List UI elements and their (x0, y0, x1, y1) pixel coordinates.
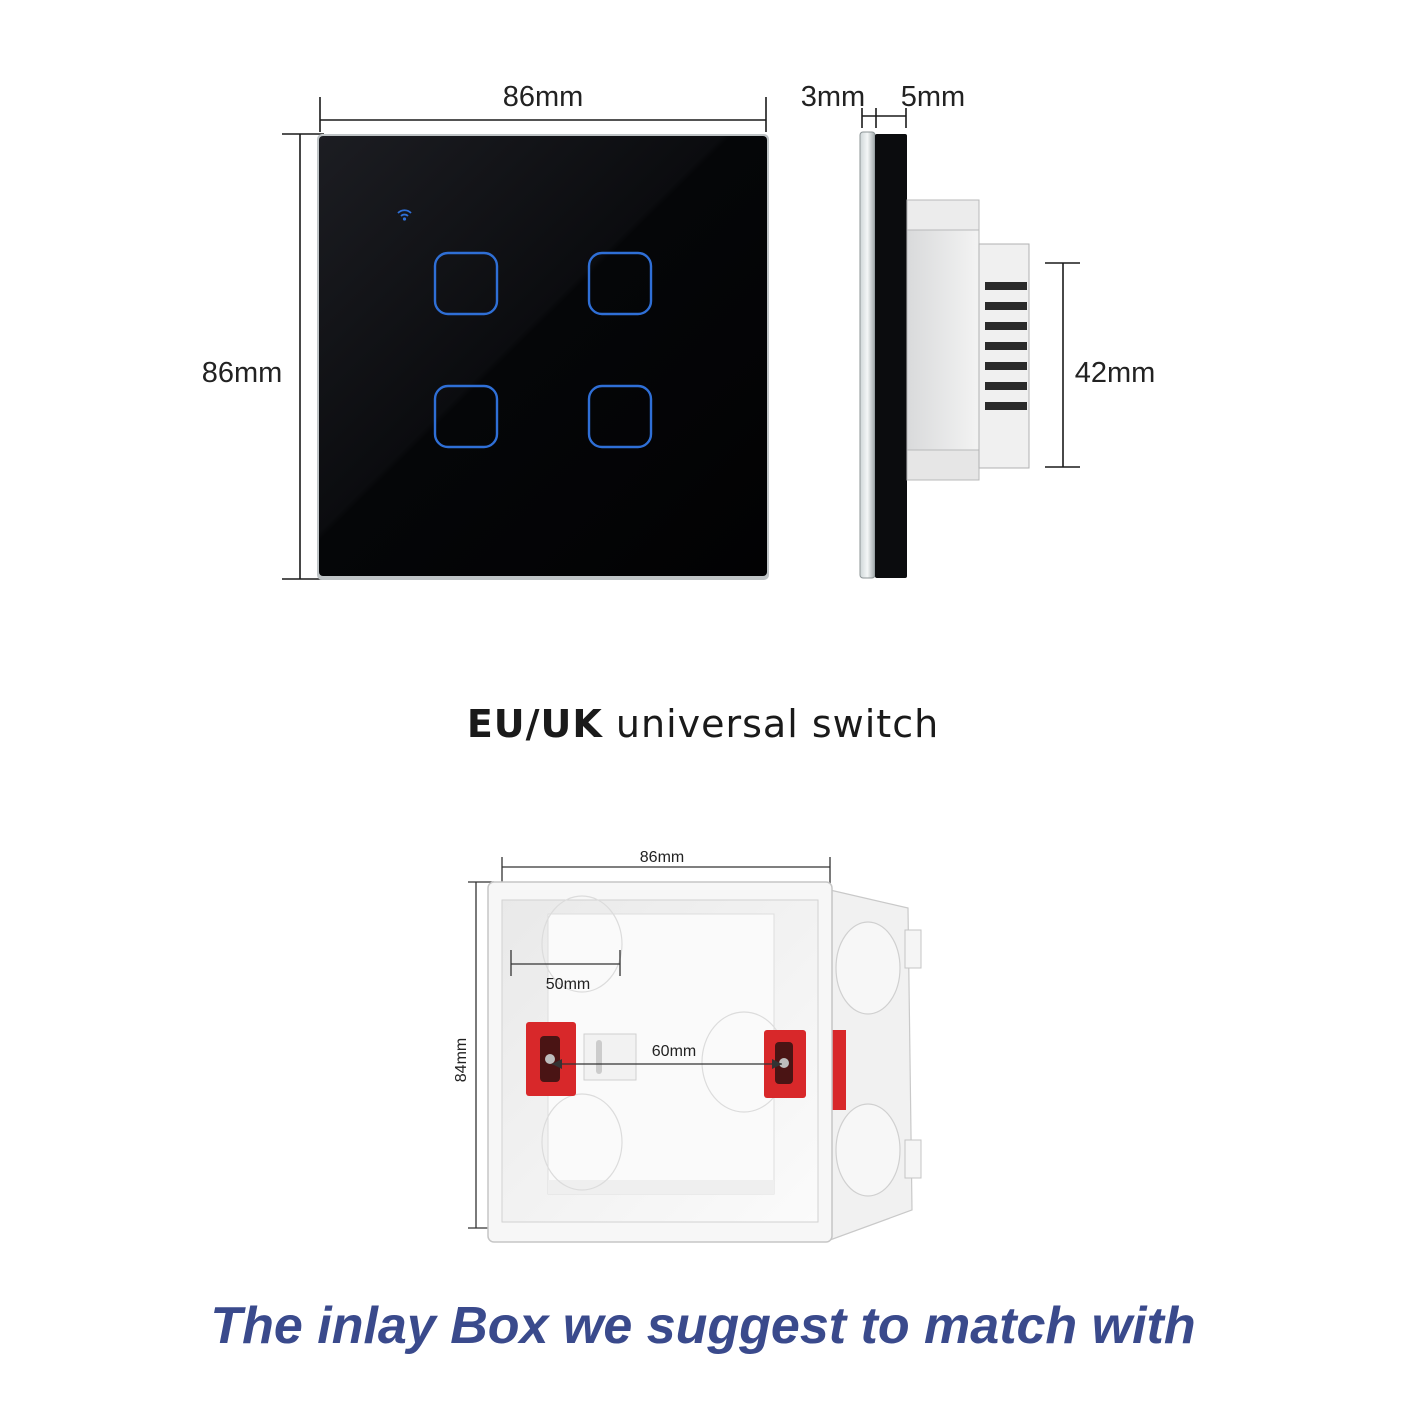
screw-terminal-left (526, 1022, 576, 1096)
switch-depth-label: 42mm (1075, 357, 1156, 389)
knockout-side-upper (835, 921, 901, 1015)
box-height-label: 84mm (453, 1038, 470, 1082)
wifi-icon (397, 209, 412, 221)
module-flange-bottom (906, 449, 980, 481)
vent-slots (985, 282, 1027, 410)
glass-side-edge (859, 131, 876, 579)
bracket-slot (596, 1040, 602, 1074)
inlay-box: 86mm 84mm (453, 849, 922, 1243)
switch-front-view: 86mm 86mm (202, 81, 769, 580)
frame-side (875, 134, 907, 578)
knockout-back-upper (541, 895, 623, 993)
screw-spacing-arrow-right (772, 1059, 782, 1069)
center-bracket (583, 1033, 637, 1081)
inlay-box-caption: The inlay Box we suggest to match with (210, 1297, 1196, 1355)
screw-spacing-arrow-left (552, 1059, 562, 1069)
knockout-back-lower (541, 1093, 623, 1191)
headline-description: universal switch (615, 702, 940, 746)
touch-key-3[interactable] (433, 384, 499, 449)
side-clip-lower (904, 1139, 922, 1179)
touch-key-4[interactable] (587, 384, 653, 449)
module-body-upper (906, 199, 980, 481)
product-headline: EU/UK universal switch (0, 702, 1406, 746)
screw-spacing-label: 60mm (652, 1043, 696, 1060)
headline-region: EU/UK (466, 702, 603, 746)
box-width-label: 86mm (640, 849, 684, 866)
knockout-width-label: 50mm (546, 976, 590, 993)
switch-width-label: 86mm (503, 81, 584, 113)
frame-thickness-label: 5mm (901, 81, 965, 113)
switch-height-label: 86mm (202, 357, 283, 389)
touch-key-1[interactable] (433, 251, 499, 316)
glass-panel (319, 136, 767, 576)
side-clip-upper (904, 929, 922, 969)
glass-thickness-label: 3mm (801, 81, 865, 113)
knockout-side-lower (835, 1103, 901, 1197)
touch-key-2[interactable] (587, 251, 653, 316)
switch-side-view: 3mm 5mm 42mm (801, 81, 1156, 579)
box-floor-edge (548, 1180, 774, 1194)
module-body-rear (978, 243, 1030, 469)
module-flange-top (906, 199, 980, 231)
screw-terminal-right (764, 1030, 806, 1098)
